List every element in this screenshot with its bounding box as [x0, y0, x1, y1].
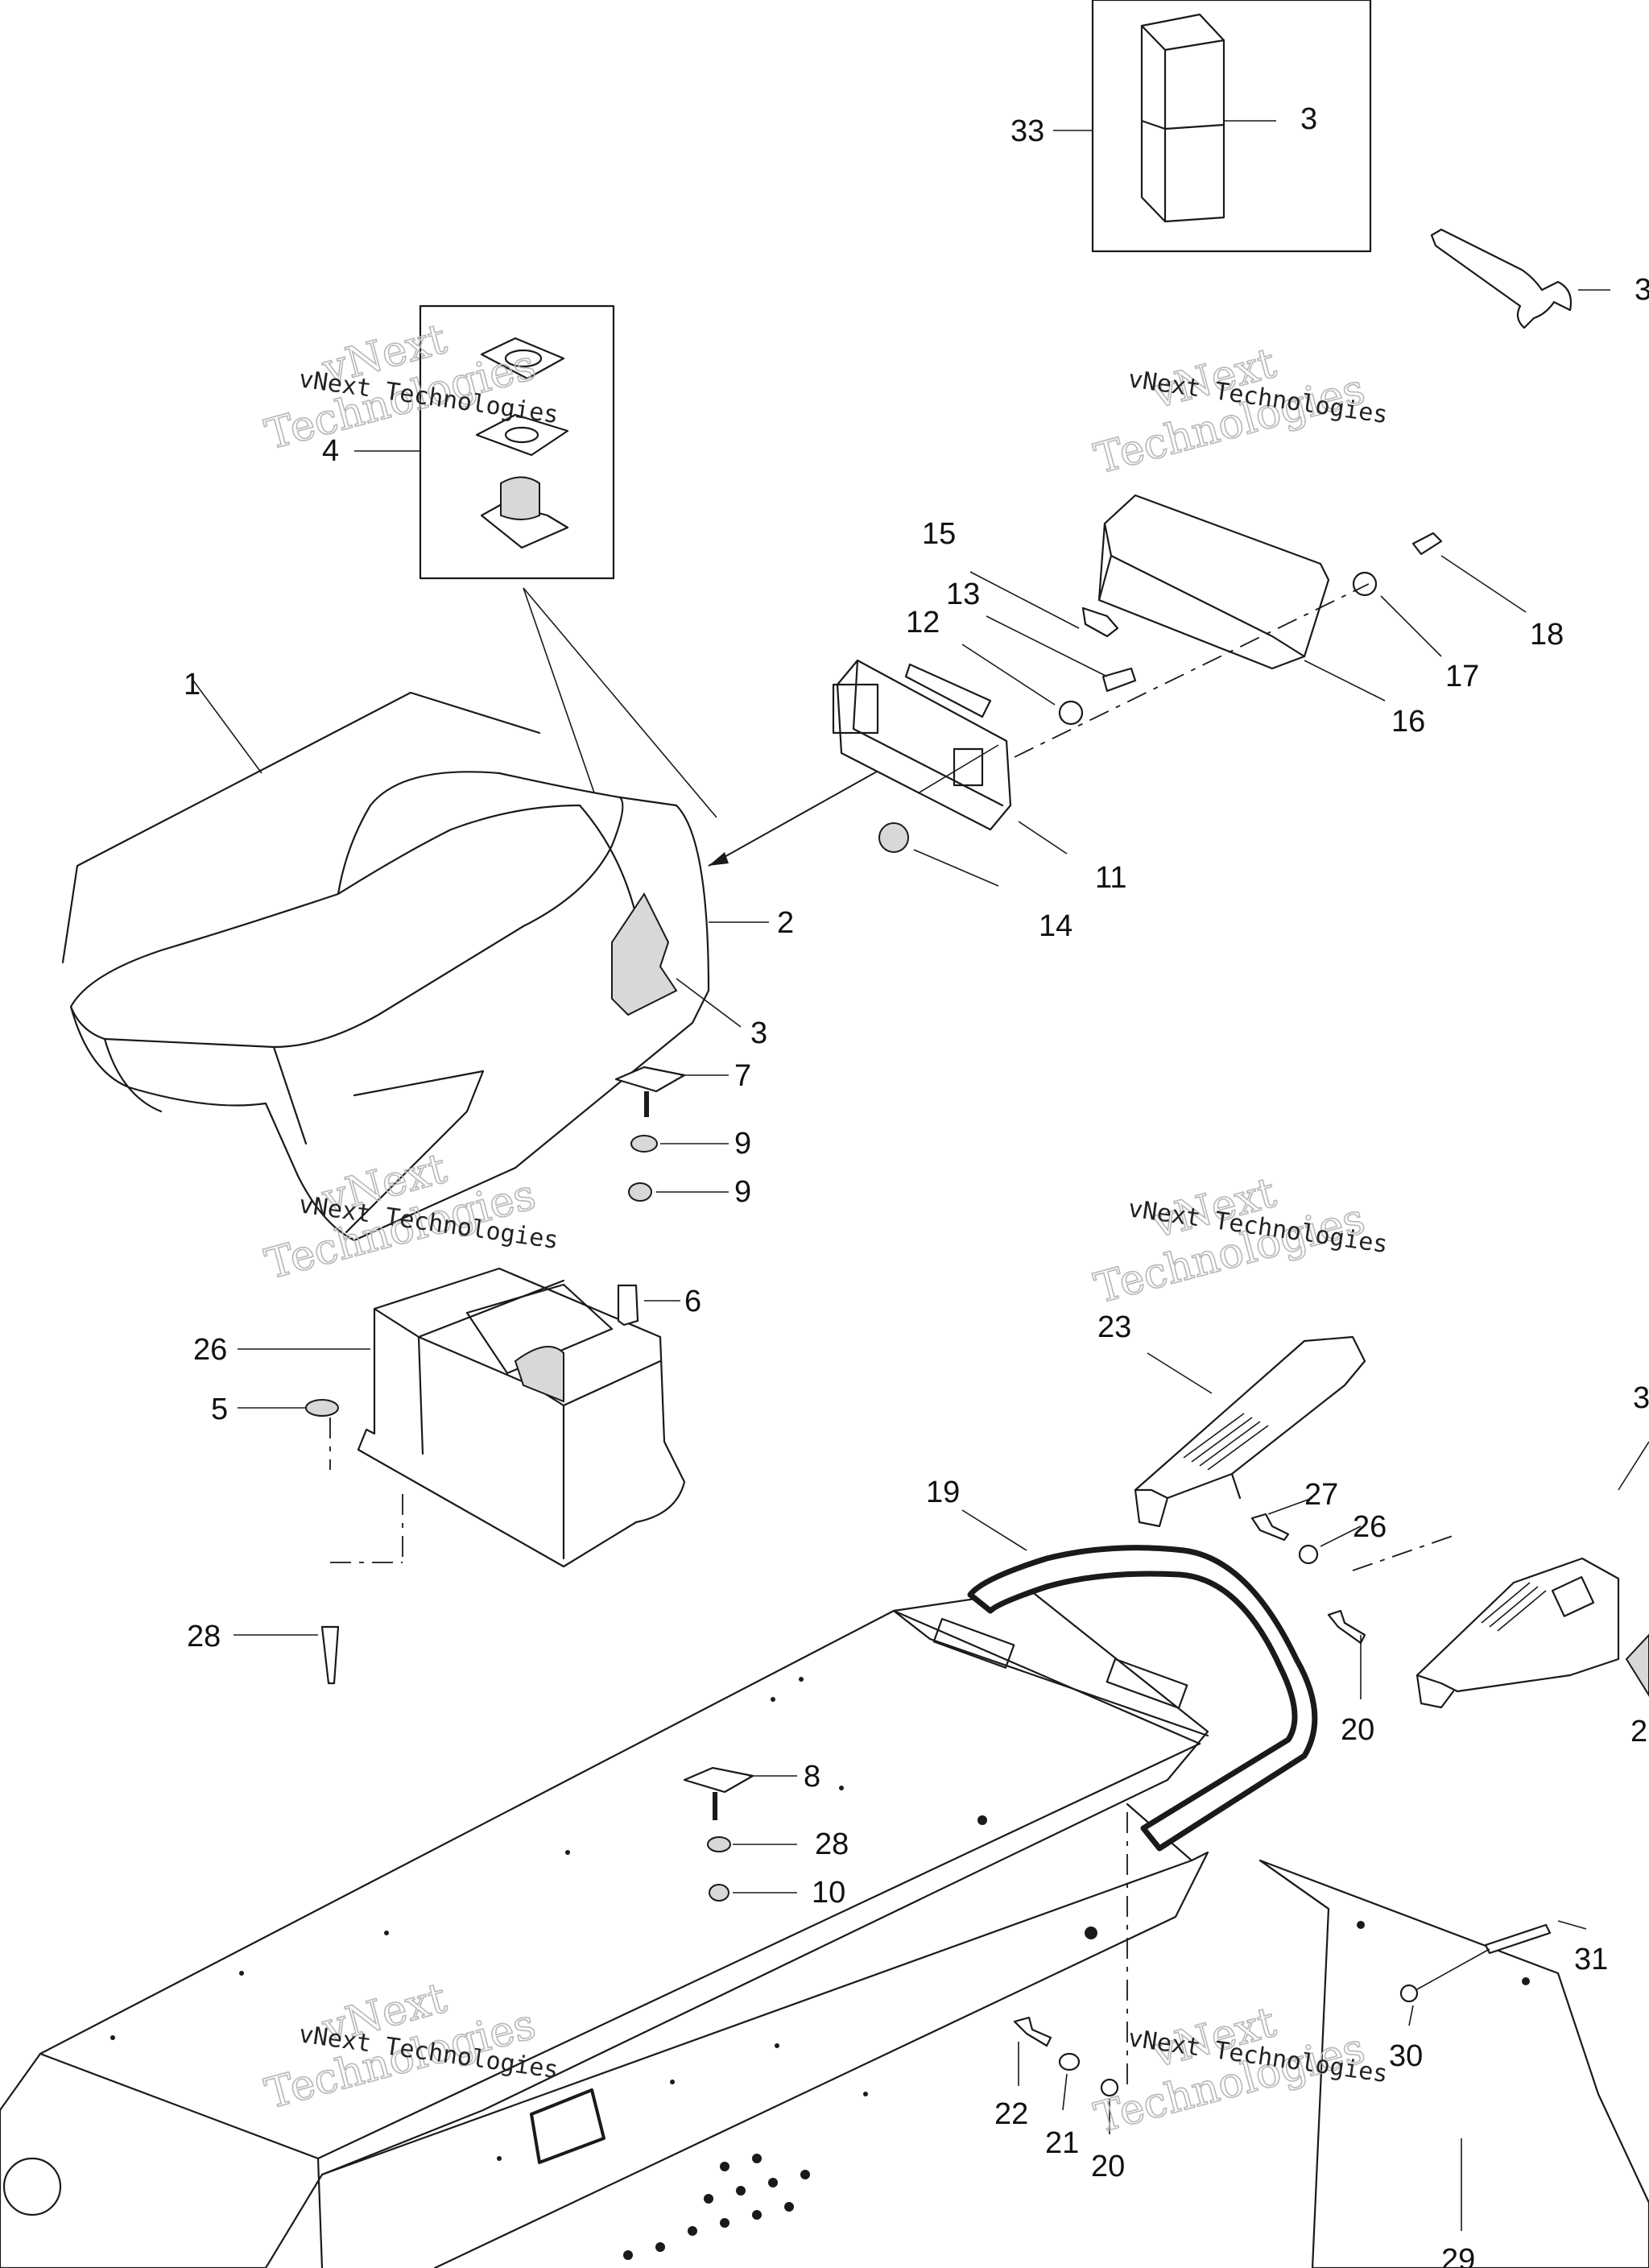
- callout-11: 12: [906, 606, 940, 639]
- part-wrench: [1430, 228, 1610, 329]
- callout-5: 5: [211, 1393, 228, 1426]
- callout-8: 9: [734, 1127, 751, 1161]
- callout-17: 18: [1530, 618, 1564, 652]
- part-box-4: [354, 304, 717, 818]
- callout-labels: 33 3 3 4 1 2 3 7 9 9 15 13 12 11 14 16 1…: [184, 102, 1649, 2268]
- part-grab-handle: [967, 1545, 1318, 1852]
- part-screws-right: [1250, 1497, 1458, 1699]
- callout-7-upper: 7: [734, 1059, 751, 1093]
- callout-27: 26: [193, 1333, 227, 1367]
- cover-right-ribs: [1481, 1582, 1547, 1632]
- callout-31: 31: [1574, 1943, 1608, 1976]
- callout-3-right: 3: [1633, 1381, 1649, 1415]
- callout-20: 20: [1091, 2150, 1125, 2183]
- callout-16: 17: [1445, 660, 1479, 693]
- callout-2: 2: [777, 906, 794, 940]
- callout-28-upper: 28: [187, 1620, 221, 1653]
- callout-29: 29: [1441, 2243, 1475, 2268]
- callout-33: 3: [1300, 102, 1317, 136]
- callout-14: 15: [922, 517, 956, 551]
- part-seat: [61, 680, 769, 1242]
- tunnel-holes: [110, 1677, 1097, 2161]
- callout-25: 26: [1353, 1510, 1387, 1544]
- callout-23: 23: [1097, 1310, 1131, 1344]
- callout-22: 22: [994, 2097, 1028, 2131]
- part-mud-flap: [1258, 1859, 1649, 2268]
- callout-19: 20: [1341, 1713, 1374, 1747]
- callout-9-lower: 10: [812, 1876, 845, 1910]
- callout-13: 14: [1039, 909, 1072, 943]
- part-cover-23: [1134, 1335, 1366, 1528]
- callout-2-right: 2: [1630, 1715, 1647, 1749]
- callout-9-upper: 9: [734, 1175, 751, 1209]
- tunnel-vent-holes: [623, 2154, 810, 2260]
- callout-28-lower: 28: [815, 1827, 849, 1861]
- callout-30: 30: [1389, 2039, 1423, 2073]
- part-bracket-27: [234, 1267, 686, 1685]
- callout-10: 11: [1095, 861, 1126, 895]
- part-screws-bottom: [1013, 1812, 1128, 2134]
- part-cover-right: [1415, 1441, 1649, 1709]
- callout-18: 19: [926, 1475, 960, 1509]
- callout-21: 21: [1045, 2126, 1079, 2160]
- part-tunnel: [0, 1589, 1209, 2268]
- callout-32: 33: [1010, 114, 1044, 148]
- callout-7-lower: 8: [804, 1760, 820, 1794]
- callout-3-wrench: 3: [1635, 273, 1649, 307]
- part-fasteners-upper: [614, 1066, 729, 1202]
- cover-23-ribs: [1183, 1413, 1269, 1471]
- callout-1: 1: [184, 668, 200, 702]
- callout-4: 4: [322, 434, 339, 468]
- callout-26: 27: [1304, 1478, 1338, 1512]
- callout-15: 16: [1391, 705, 1425, 739]
- part-box-32: [1053, 0, 1372, 253]
- callout-12: 13: [946, 577, 980, 611]
- part-taillight: [832, 494, 1527, 887]
- callout-6: 6: [684, 1285, 701, 1318]
- callout-3: 3: [750, 1016, 767, 1050]
- part-fasteners-lower: [683, 1766, 797, 1902]
